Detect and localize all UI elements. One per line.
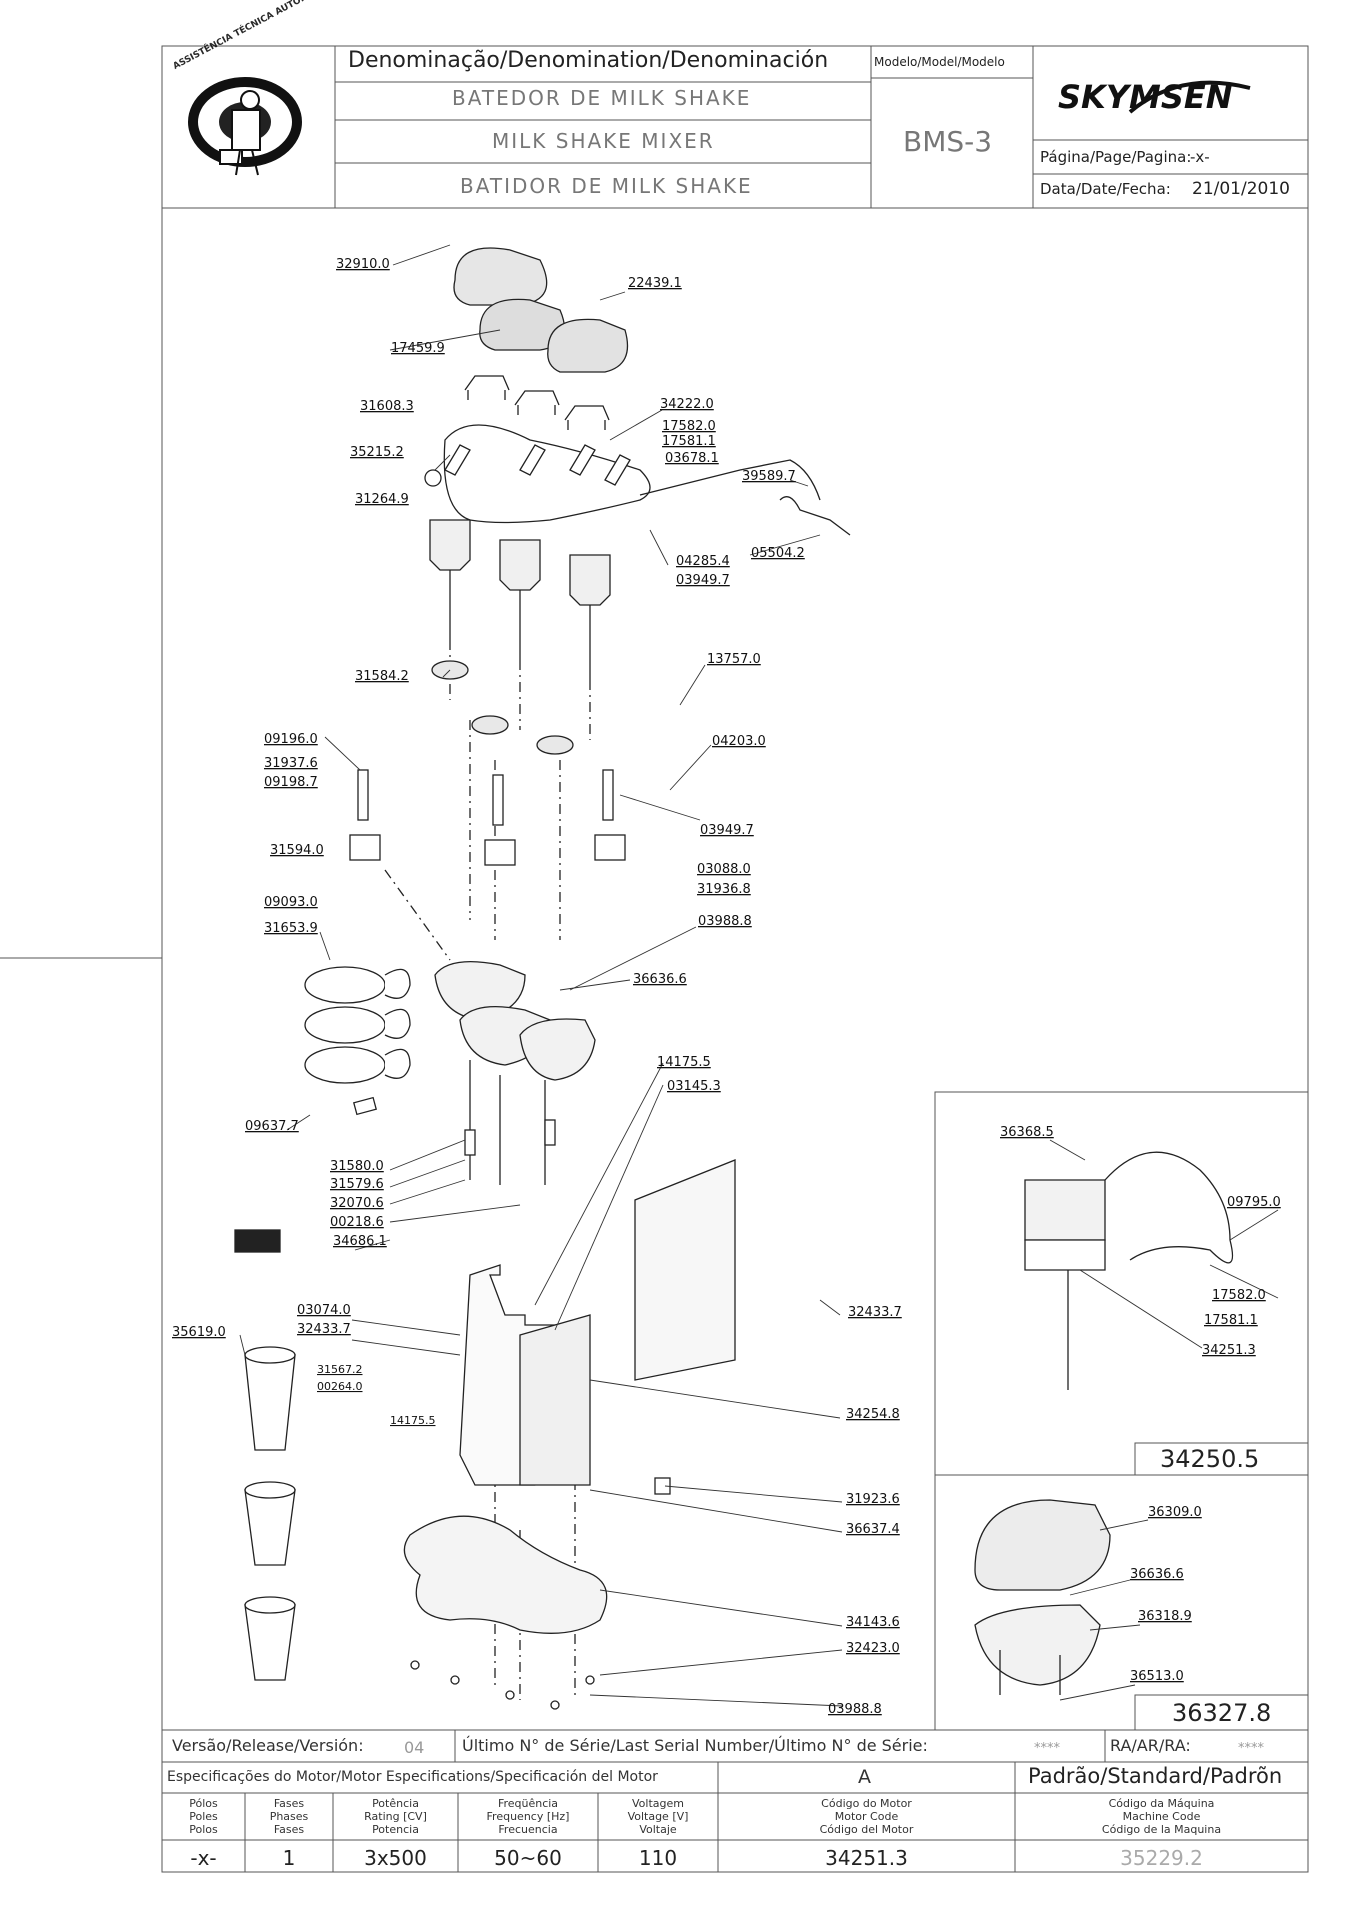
name-en: MILK SHAKE MIXER — [492, 129, 715, 153]
part-label: 31936.8 — [697, 882, 751, 897]
model-value: BMS-3 — [903, 125, 993, 158]
spec-header-poles: Pólos Poles Polos — [189, 1797, 218, 1836]
part-label: 36637.4 — [846, 1522, 900, 1537]
part-label: 34222.0 — [660, 397, 714, 412]
part-label: 04285.4 — [676, 554, 730, 569]
part-label: 32070.6 — [330, 1196, 384, 1211]
part-label: 32433.7 — [848, 1305, 902, 1320]
part-label: 34686.1 — [333, 1234, 387, 1249]
part-label: 31579.6 — [330, 1177, 384, 1192]
inset-part-label: 17582.0 — [1212, 1288, 1266, 1303]
part-label: 17582.0 — [662, 419, 716, 434]
part-label: 03988.8 — [828, 1702, 882, 1717]
date-value: 21/01/2010 — [1192, 179, 1290, 199]
part-label: 22439.1 — [628, 276, 682, 291]
inset-part-label: 36309.0 — [1148, 1505, 1202, 1520]
spec-header-frequency: Freqüência Frequency [Hz] Frecuencia — [486, 1797, 570, 1836]
part-label: 09196.0 — [264, 732, 318, 747]
inset-part-label: 36368.5 — [1000, 1125, 1054, 1140]
denomination-label: Denominação/Denomination/Denominación — [348, 48, 829, 73]
part-label: 14175.5 — [390, 1414, 436, 1427]
spec-value-phases: 1 — [282, 1846, 296, 1870]
inset-bottom-code: 36327.8 — [1172, 1699, 1271, 1727]
part-label: 00264.0 — [317, 1380, 363, 1393]
spec-value-machine-code: 35229.2 — [1120, 1846, 1203, 1870]
spec-value-frequency: 50~60 — [494, 1846, 562, 1870]
authorized-badge-logo — [188, 77, 302, 176]
date-label: Data/Date/Fecha: — [1040, 180, 1171, 198]
part-label: 31937.6 — [264, 756, 318, 771]
name-pt: BATEDOR DE MILK SHAKE — [452, 86, 752, 110]
motor-letter: A — [858, 1766, 871, 1788]
part-label: 09198.7 — [264, 775, 318, 790]
page-value: -x- — [1190, 148, 1210, 166]
part-label: 35215.2 — [350, 445, 404, 460]
part-label: 03988.8 — [698, 914, 752, 929]
part-label: 34143.6 — [846, 1615, 900, 1630]
part-label: 32910.0 — [336, 257, 390, 272]
inset-part-label: 17581.1 — [1204, 1313, 1258, 1328]
part-label: 32433.7 — [297, 1322, 351, 1337]
part-label: 09093.0 — [264, 895, 318, 910]
motor-spec-label: Especificações do Motor/Motor Especifica… — [167, 1769, 658, 1785]
serial-label: Último N° de Série/Last Serial Number/Úl… — [462, 1736, 928, 1755]
version-label: Versão/Release/Versión: — [172, 1736, 364, 1755]
part-label: 04203.0 — [712, 734, 766, 749]
inset-top-code: 34250.5 — [1160, 1445, 1259, 1473]
spec-value-motor-code: 34251.3 — [825, 1846, 908, 1870]
part-label: 31567.2 — [317, 1363, 363, 1376]
spec-value-rating: 3x500 — [364, 1846, 427, 1870]
part-label: 31923.6 — [846, 1492, 900, 1507]
part-label: 17581.1 — [662, 434, 716, 449]
part-label: 36636.6 — [633, 972, 687, 987]
inset-part-label: 09795.0 — [1227, 1195, 1281, 1210]
inset-part-label: 36636.6 — [1130, 1567, 1184, 1582]
name-es: BATIDOR DE MILK SHAKE — [460, 174, 753, 198]
part-label: 05504.2 — [751, 546, 805, 561]
part-label: 13757.0 — [707, 652, 761, 667]
skymsen-logo: SKYMSEN — [1058, 78, 1251, 116]
part-label: 17459.9 — [391, 341, 445, 356]
part-label: 31264.9 — [355, 492, 409, 507]
inset-part-label: 36318.9 — [1138, 1609, 1192, 1624]
part-label: 14175.5 — [657, 1055, 711, 1070]
part-label: 39589.7 — [742, 469, 796, 484]
ra-value: **** — [1238, 1741, 1264, 1756]
spec-header-phases: Fases Phases Fases — [269, 1797, 309, 1836]
serial-value: **** — [1034, 1741, 1060, 1756]
part-label: 09637.7 — [245, 1119, 299, 1134]
standard-label: Padrão/Standard/Padrõn — [1028, 1764, 1283, 1788]
version-value: 04 — [404, 1738, 425, 1757]
inset-part-label: 36513.0 — [1130, 1669, 1184, 1684]
part-label: 31653.9 — [264, 921, 318, 936]
spec-header-rating: Potência Rating [CV] Potencia — [364, 1797, 427, 1836]
model-label: Modelo/Model/Modelo — [874, 55, 1005, 69]
page-label: Página/Page/Pagina: — [1040, 148, 1192, 166]
spec-header-voltage: Voltagem Voltage [V] Voltaje — [627, 1797, 689, 1836]
part-label: 31594.0 — [270, 843, 324, 858]
part-label: 34254.8 — [846, 1407, 900, 1422]
part-label: 03949.7 — [700, 823, 754, 838]
part-label: 03949.7 — [676, 573, 730, 588]
spec-value-voltage: 110 — [638, 1846, 678, 1870]
ra-label: RA/AR/RA: — [1110, 1736, 1191, 1755]
part-label: 31584.2 — [355, 669, 409, 684]
part-label: 32423.0 — [846, 1641, 900, 1656]
part-label: 00218.6 — [330, 1215, 384, 1230]
spec-header-motor-code: Código do Motor Motor Code Código del Mo… — [819, 1797, 914, 1836]
spec-value-poles: -x- — [190, 1846, 217, 1870]
part-label: 03088.0 — [697, 862, 751, 877]
part-label: 35619.0 — [172, 1325, 226, 1340]
part-label: 03145.3 — [667, 1079, 721, 1094]
part-label: 03074.0 — [297, 1303, 351, 1318]
spec-header-machine-code: Código da Máquina Machine Code Código de… — [1101, 1797, 1222, 1836]
part-label: 03678.1 — [665, 451, 719, 466]
inset-part-label: 34251.3 — [1202, 1343, 1256, 1358]
part-label: 31608.3 — [360, 399, 414, 414]
part-label: 31580.0 — [330, 1159, 384, 1174]
